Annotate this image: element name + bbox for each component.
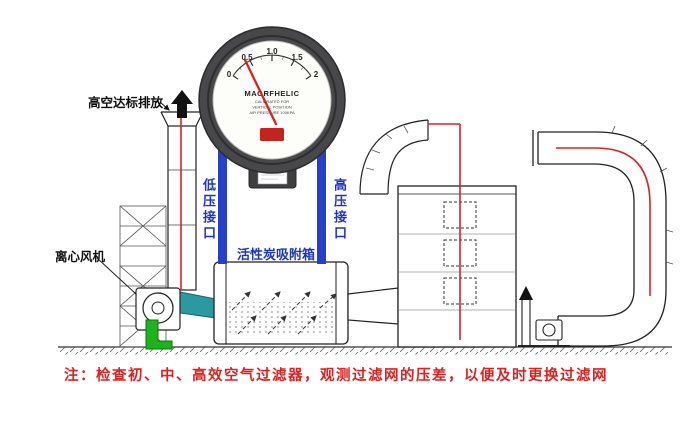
circulation-pump — [518, 286, 570, 347]
centrifugal-fan — [135, 287, 217, 350]
red-line-tower — [428, 123, 461, 340]
elbow-duct — [532, 125, 674, 347]
label-low-pressure-port: 低压接口 — [201, 178, 216, 242]
bottom-note: 注：检查初、中、高效空气过滤器，观测过滤网的压差，以便及时更换过滤网 — [64, 368, 608, 384]
airflow-arrows — [231, 291, 337, 335]
gauge-minor-ticks — [240, 56, 304, 70]
gauge-face — [212, 40, 332, 160]
fan-leader-line — [96, 257, 137, 295]
fan-stand — [145, 319, 173, 350]
gauge-tick-05: 0.5 — [241, 53, 253, 62]
exhaust-stack — [160, 90, 204, 291]
high-pressure-tube — [317, 150, 326, 264]
box-to-tower-duct — [347, 287, 399, 325]
gauge-tick-0: 0 — [227, 70, 232, 79]
gauge-cal-line1: CALIBRATED FOR — [255, 99, 289, 104]
gauge-cal-line2: VERTICAL POSITION — [252, 105, 292, 110]
fan-outlet-duct — [179, 291, 217, 319]
scaffold-structure — [119, 205, 167, 348]
label-emission: 高空达标排放 — [88, 96, 164, 110]
up-arrow-icon — [171, 90, 193, 118]
gauge-tick-2: 2 — [314, 70, 319, 79]
emission-leader-line — [159, 101, 170, 111]
low-pressure-tube — [218, 150, 227, 264]
carbon-adsorption-box — [213, 261, 349, 345]
red-sensing-lines — [428, 123, 651, 340]
scrubber-tower — [397, 185, 517, 348]
gauge-cal-line3: AIR PRESSURE 100KPA — [249, 110, 295, 115]
pressure-gauge: 0 0.5 1.0 1.5 2 MAGRFHELIC CALIBRATED FO… — [198, 26, 346, 189]
gauge-logo-badge — [260, 128, 284, 141]
red-line-elbow — [556, 147, 651, 296]
gauge-brand-text: MAGRFHELIC — [245, 89, 300, 98]
label-carbon-box: 活性炭吸附箱 — [237, 247, 316, 262]
tower-inlet-duct — [359, 119, 429, 195]
label-high-pressure-port: 高压接口 — [332, 178, 347, 242]
gauge-needle — [243, 58, 278, 126]
gauge-tick-15: 1.5 — [291, 53, 303, 62]
label-fan: 离心风机 — [55, 250, 106, 264]
gauge-tick-10: 1.0 — [266, 47, 278, 56]
pump-up-arrow-icon — [519, 286, 533, 300]
gauge-major-ticks — [232, 55, 312, 80]
